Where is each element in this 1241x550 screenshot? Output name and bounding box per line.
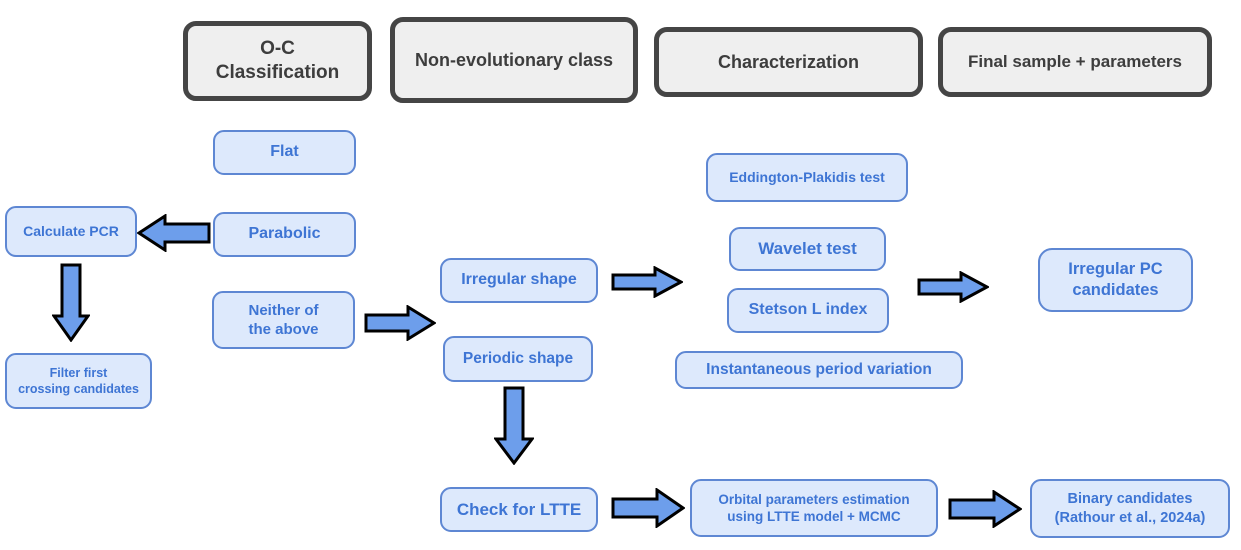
- arrow-down-icon: [494, 386, 534, 465]
- header-oc-classification: O-C Classification: [183, 21, 372, 101]
- node-wavelet-test: Wavelet test: [729, 227, 886, 271]
- node-filter-first-crossing-candidates: Filter first crossing candidates: [5, 353, 152, 409]
- node-neither-of-the-above: Neither of the above: [212, 291, 355, 349]
- node-orbital-parameters-estimation: Orbital parameters estimation using LTTE…: [690, 479, 938, 537]
- node-binary-candidates: Binary candidates (Rathour et al., 2024a…: [1030, 479, 1230, 538]
- node-parabolic: Parabolic: [213, 212, 356, 257]
- arrow-right-icon: [611, 266, 683, 298]
- arrow-right-icon: [917, 271, 989, 303]
- node-calculate-pcr: Calculate PCR: [5, 206, 137, 257]
- node-stetson-l-index: Stetson L index: [727, 288, 889, 333]
- header-characterization: Characterization: [654, 27, 923, 97]
- node-flat: Flat: [213, 130, 356, 175]
- arrow-right-icon: [364, 305, 436, 341]
- node-instantaneous-period-variation: Instantaneous period variation: [675, 351, 963, 389]
- node-irregular-shape: Irregular shape: [440, 258, 598, 303]
- arrow-left-icon: [137, 214, 211, 252]
- node-irregular-pc-candidates: Irregular PC candidates: [1038, 248, 1193, 312]
- header-final-sample-parameters: Final sample + parameters: [938, 27, 1212, 97]
- arrow-right-icon: [611, 488, 685, 528]
- node-periodic-shape: Periodic shape: [443, 336, 593, 382]
- arrow-right-icon: [948, 490, 1022, 528]
- arrow-down-icon: [52, 263, 90, 342]
- node-check-for-ltte: Check for LTTE: [440, 487, 598, 532]
- header-non-evolutionary-class: Non-evolutionary class: [390, 17, 638, 103]
- node-eddington-plakidis-test: Eddington-Plakidis test: [706, 153, 908, 202]
